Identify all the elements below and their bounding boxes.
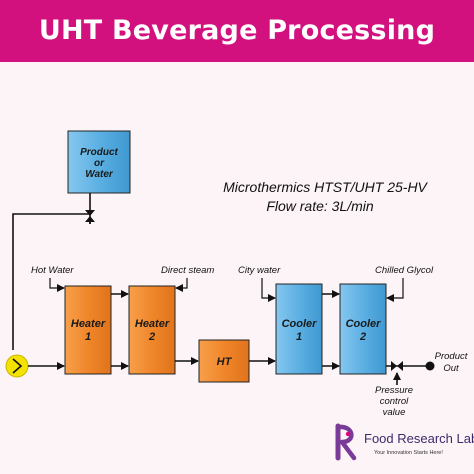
logo-mark-icon (335, 423, 357, 461)
product-out-node (425, 361, 435, 371)
title-banner: UHT Beverage Processing (0, 0, 474, 62)
logo-wordmark: Food Research Lab (364, 431, 474, 446)
city-water-feed (261, 278, 276, 302)
heater-2 (128, 285, 176, 375)
feed-line (12, 213, 91, 350)
heater2-number: 2 (148, 331, 155, 343)
cooler2-number: 2 (359, 331, 366, 343)
flow-rate: Flow rate: 3L/min (266, 198, 374, 214)
cooler1-label: Cooler (282, 318, 318, 330)
heater-1 (64, 285, 112, 375)
supply-tank (67, 130, 131, 194)
hot-water-feed (49, 278, 65, 292)
hot-water-label: Hot Water (31, 265, 74, 276)
tank-label-line2: or (94, 158, 105, 169)
equipment-model: Microthermics HTST/UHT 25-HV (223, 179, 428, 195)
ht-label: HT (217, 356, 233, 368)
cooler-2 (339, 283, 387, 375)
tank-label-line1: Product (80, 147, 118, 158)
pump-icon (5, 354, 29, 378)
pressure-valve-label-line3: value (383, 407, 406, 418)
direct-steam-label: Direct steam (161, 265, 214, 276)
food-research-lab-logo: Food Research Lab Your Innovation Starts… (334, 422, 474, 468)
page-title: UHT Beverage Processing (38, 15, 436, 46)
product-out-label-line1: Product (435, 351, 468, 362)
city-water-label: City water (238, 265, 281, 276)
cooler1-number: 1 (296, 331, 302, 343)
holding-tube (198, 339, 250, 383)
pump-chevron-icon (12, 358, 23, 374)
cooler2-label: Cooler (346, 318, 382, 330)
tank-label-line3: Water (85, 169, 114, 180)
pressure-valve-label-line1: Pressure (375, 385, 413, 396)
chilled-glycol-feed (386, 278, 404, 302)
direct-steam-feed (175, 278, 188, 292)
chilled-glycol-label: Chilled Glycol (375, 265, 434, 276)
pressure-valve-label-line2: control (380, 396, 409, 407)
pressure-valve-icon (391, 361, 403, 371)
product-out-label-line2: Out (443, 363, 459, 374)
heater2-label: Heater (135, 318, 170, 330)
heater1-label: Heater (71, 318, 106, 330)
heater1-number: 1 (85, 331, 91, 343)
cooler-1 (275, 283, 323, 375)
logo-tagline: Your Innovation Starts Here! (374, 450, 443, 456)
